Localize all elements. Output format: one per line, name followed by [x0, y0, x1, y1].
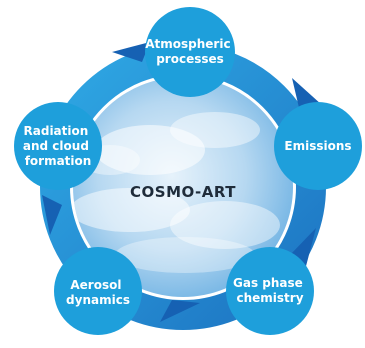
node-label-line: Gas phase: [233, 276, 303, 290]
arrow-gas-phase-to-aerosol: [160, 300, 200, 322]
node-atmospheric-processes: Atmospheric processes: [145, 7, 235, 97]
svg-text:Aerosol dynamics: Aerosol dynamics: [66, 278, 130, 307]
node-gas-phase-chemistry: Gas phase chemistry: [226, 247, 314, 335]
diagram-title: COSMO-ART: [130, 183, 236, 201]
arrow-aerosol-to-radiation: [42, 195, 62, 235]
svg-text:Radiation and cloud: Radiation and cloud formation: [23, 124, 93, 168]
cycle-arrows: [42, 42, 322, 322]
node-label-line: Aerosol: [70, 278, 121, 292]
node-label-line: Atmospheric: [145, 37, 230, 51]
arrow-radiation-to-atmospheric: [112, 42, 150, 62]
node-label-line: Radiation: [24, 124, 89, 138]
node-aerosol-dynamics: Aerosol dynamics: [54, 247, 142, 335]
node-label-line: Emissions: [284, 139, 351, 153]
node-label-line: processes: [156, 52, 224, 66]
node-label-line: and cloud: [23, 139, 89, 153]
node-label-line: chemistry: [236, 291, 303, 305]
node-label-line: formation: [25, 154, 92, 168]
node-emissions: Emissions: [274, 102, 362, 190]
svg-text:Gas phase chemistry: Gas phase chemistry: [233, 276, 307, 305]
node-label-line: dynamics: [66, 293, 130, 307]
node-radiation-and-cloud-formation: Radiation and cloud formation: [14, 102, 102, 190]
svg-text:Emissions: Emissions: [284, 139, 351, 153]
svg-text:Atmospheric processes: Atmospheric processes: [145, 37, 235, 66]
